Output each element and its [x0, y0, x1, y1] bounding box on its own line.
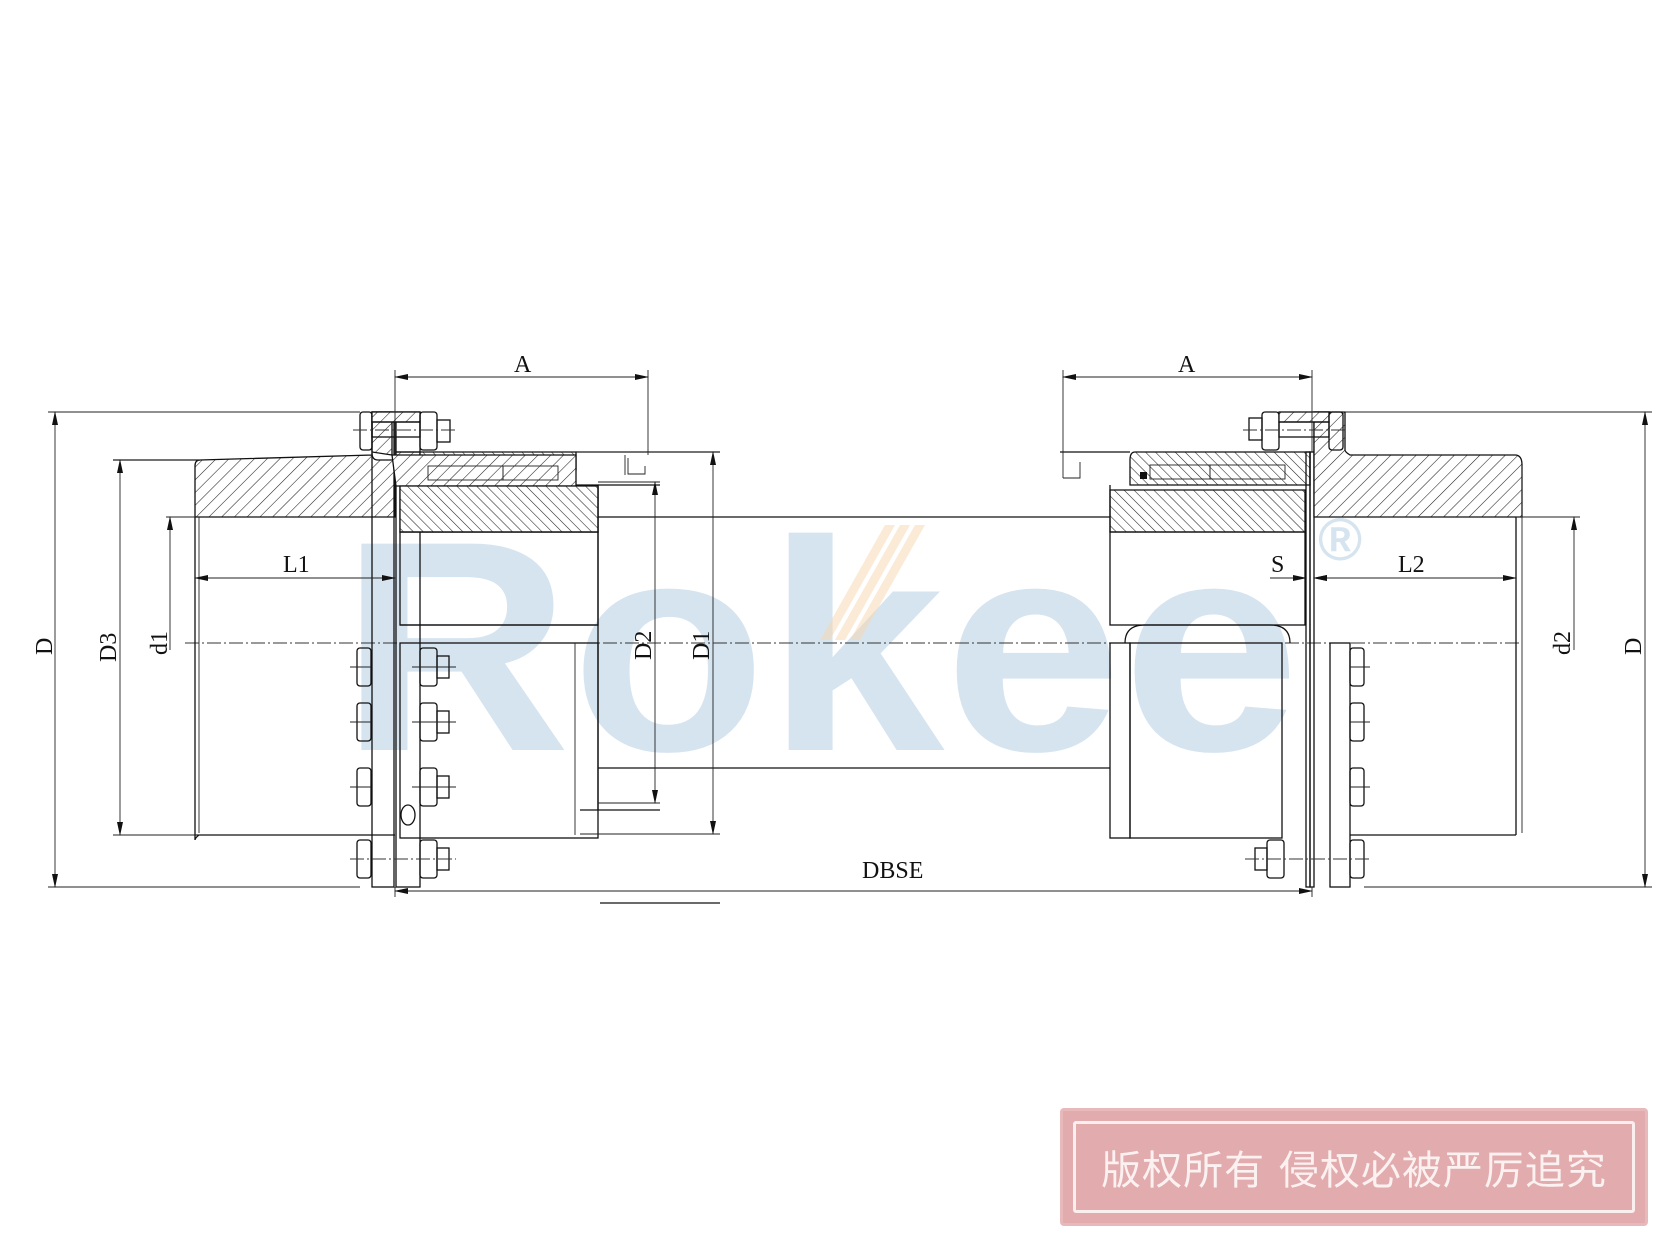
dimensions: A A D D3 d1 L1 D2 D1 S	[32, 352, 1652, 897]
stamp-border	[1073, 1121, 1635, 1213]
dim-D-left: D	[32, 638, 58, 655]
bolt	[1349, 702, 1370, 742]
left-hub-body	[194, 452, 396, 518]
bolt	[350, 767, 456, 807]
dim-d1: d1	[147, 631, 173, 655]
bolt	[350, 647, 456, 687]
right-sleeve	[1129, 451, 1311, 486]
bolt	[350, 839, 456, 879]
dim-d2: d2	[1550, 631, 1576, 655]
bolt	[350, 702, 456, 742]
dim-D3: D3	[96, 633, 122, 662]
dim-L1: L1	[283, 552, 310, 578]
bolt	[1349, 647, 1370, 687]
watermark-logo: Rokee	[340, 478, 1300, 814]
right-gear-hub	[1109, 489, 1306, 533]
dim-D-right: D	[1621, 638, 1647, 655]
dim-A-right: A	[1178, 352, 1196, 378]
left-flange-bolts	[350, 647, 456, 879]
lube-hole	[400, 804, 416, 826]
dim-D1: D1	[689, 631, 715, 660]
right-hub-section	[1313, 411, 1523, 836]
right-flange-bolts	[1245, 647, 1372, 879]
right-hub-body	[1313, 411, 1523, 518]
right-gear-hub-section	[1109, 451, 1311, 839]
dim-S: S	[1271, 552, 1284, 578]
dim-A-left: A	[514, 352, 532, 378]
left-top-bolt	[353, 411, 455, 451]
right-spacer-stub	[1060, 450, 1130, 532]
copyright-text: 版权所有 侵权必被严厉追究	[1101, 1148, 1607, 1194]
dim-D2: D2	[631, 631, 657, 660]
dim-L2: L2	[1398, 552, 1425, 578]
copyright-stamp: 版权所有 侵权必被严厉追究	[1060, 1108, 1648, 1226]
bolt	[1349, 767, 1370, 807]
watermark-accent-stripes	[820, 525, 925, 640]
bolt	[1245, 839, 1372, 879]
right-top-bolt	[1243, 411, 1348, 451]
dim-DBSE: DBSE	[862, 858, 923, 884]
